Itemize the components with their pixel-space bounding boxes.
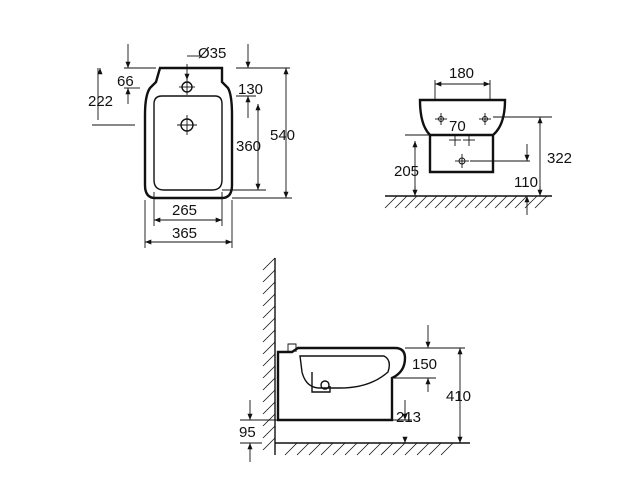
label-410: 410 — [446, 388, 471, 405]
bowl-inner-outline — [153, 95, 223, 191]
label-322: 322 — [547, 150, 572, 167]
bidet-outline-side — [276, 346, 407, 422]
front-view: 70 180 205 322 110 — [384, 65, 572, 215]
label-70: 70 — [449, 118, 466, 135]
label-205: 205 — [394, 163, 419, 180]
floor-hatch-side — [284, 442, 454, 456]
label-130: 130 — [238, 81, 263, 98]
label-66: 66 — [117, 73, 134, 90]
pedestal-outline — [428, 135, 495, 174]
label-hole-diameter: Ø35 — [198, 45, 226, 62]
wall-hatch — [262, 257, 276, 451]
trap-outlet — [311, 372, 331, 393]
bowl-section — [299, 355, 391, 389]
label-222: 222 — [88, 93, 113, 110]
floor-hatch-front — [384, 195, 548, 209]
label-110: 110 — [514, 174, 538, 191]
label-365: 365 — [172, 225, 197, 242]
label-95: 95 — [239, 424, 256, 441]
side-view: 150 410 213 95 — [239, 257, 471, 462]
label-150: 150 — [412, 356, 437, 373]
label-180: 180 — [449, 65, 474, 82]
bidet-outline-top — [143, 66, 234, 200]
label-213: 213 — [396, 409, 421, 426]
top-view: Ø35 66 222 130 360 540 265 — [88, 44, 295, 248]
label-360: 360 — [236, 138, 261, 155]
label-265: 265 — [172, 202, 197, 219]
label-540: 540 — [270, 127, 295, 144]
drain-icon-side — [320, 380, 330, 390]
